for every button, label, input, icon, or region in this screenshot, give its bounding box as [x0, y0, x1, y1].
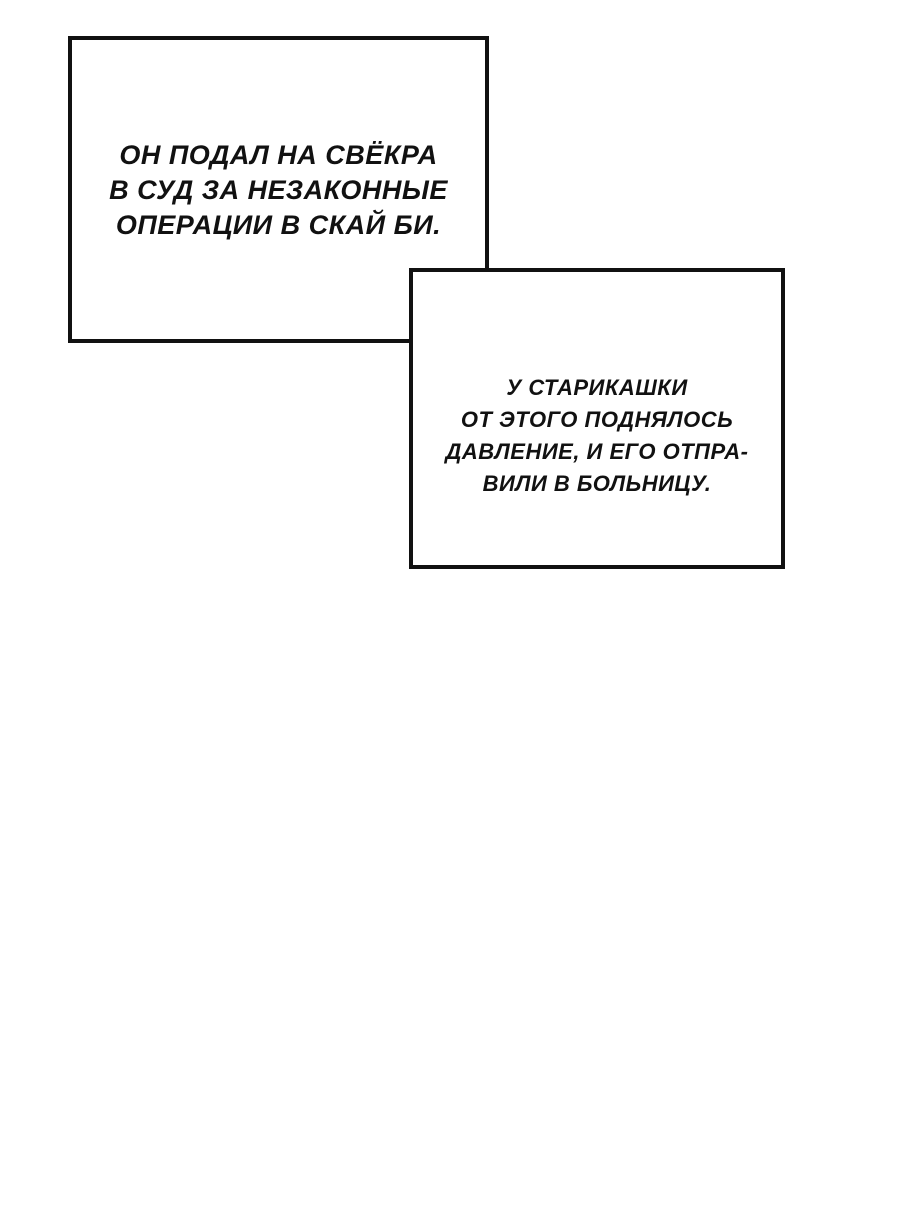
caption-2-line-1: У СТАРИКАШКИ [506, 375, 688, 400]
caption-box-2: У СТАРИКАШКИ ОТ ЭТОГО ПОДНЯЛОСЬ ДАВЛЕНИЕ… [409, 268, 785, 569]
caption-1-line-2: В СУД ЗА НЕЗАКОННЫЕ [109, 175, 448, 205]
caption-box-1: ОН ПОДАЛ НА СВЁКРА В СУД ЗА НЕЗАКОННЫЕ О… [68, 36, 489, 343]
caption-text-1: ОН ПОДАЛ НА СВЁКРА В СУД ЗА НЕЗАКОННЫЕ О… [102, 138, 455, 243]
caption-2-line-2: ОТ ЭТОГО ПОДНЯЛОСЬ [460, 407, 734, 432]
caption-1-line-3: ОПЕРАЦИИ В СКАЙ БИ. [115, 210, 442, 240]
caption-2-line-4: ВИЛИ В БОЛЬНИЦУ. [482, 471, 712, 496]
caption-1-line-1: ОН ПОДАЛ НА СВЁКРА [119, 140, 438, 170]
caption-2-line-3: ДАВЛЕНИЕ, И ЕГО ОТПРА- [445, 439, 749, 464]
caption-text-2: У СТАРИКАШКИ ОТ ЭТОГО ПОДНЯЛОСЬ ДАВЛЕНИЕ… [425, 372, 769, 500]
